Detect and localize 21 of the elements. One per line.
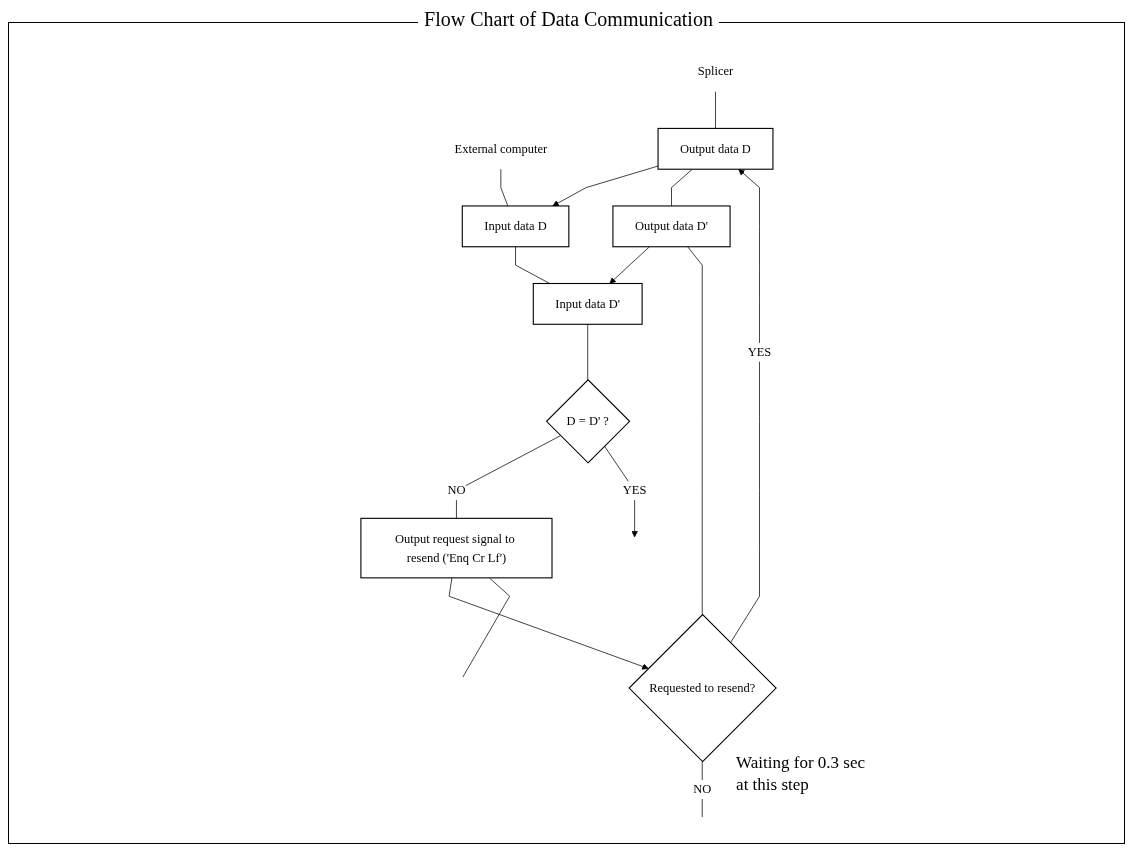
connector xyxy=(687,246,703,615)
edge-label: NO xyxy=(447,483,466,498)
node-text: Splicer xyxy=(697,64,734,79)
node-box: Output data D xyxy=(657,127,774,170)
node-text: External computer xyxy=(454,141,548,156)
edge-label: YES xyxy=(622,483,647,498)
node-box: Input data D' xyxy=(532,282,643,325)
node-box: Output request signal to resend ('Enq Cr Lf') xyxy=(360,517,553,579)
node-box: Output data D' xyxy=(612,205,731,248)
connector xyxy=(671,168,693,207)
edge-label: YES xyxy=(747,344,772,359)
connector xyxy=(456,435,561,519)
node-diamond: D = D' ? xyxy=(545,379,631,464)
edge-label: NO xyxy=(693,782,712,797)
node-box: Input data D xyxy=(461,205,570,248)
connector xyxy=(515,246,551,284)
connector xyxy=(500,168,509,207)
connector xyxy=(715,91,716,129)
connector xyxy=(462,577,511,678)
connector xyxy=(587,323,589,381)
connector xyxy=(701,761,703,818)
